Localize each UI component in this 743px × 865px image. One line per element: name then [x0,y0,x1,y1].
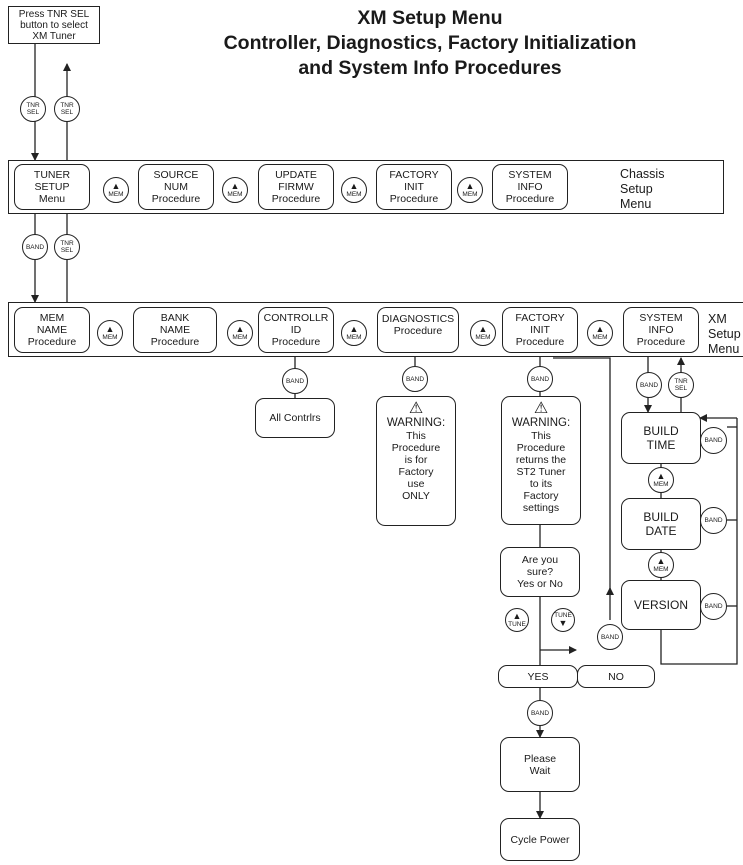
start-instruction-box: Press TNR SEL button to select XM Tuner [8,6,100,44]
system-info-procedure-box[interactable]: SYSTEM INFO Procedure [623,307,699,353]
confirm-box: Are you sure? Yes or No [500,547,580,597]
system-info-procedure-box[interactable]: SYSTEM INFO Procedure [492,164,568,210]
mem-button[interactable]: ▲MEM [341,177,367,203]
band-button[interactable]: BAND [597,624,623,650]
all-controllers-box[interactable]: All Contrlrs [255,398,335,438]
no-box[interactable]: NO [577,665,655,688]
xm-setup-menu-label: XM Setup Menu [708,312,741,356]
tune-down-button[interactable]: TUNE▼ [551,608,575,632]
warning-icon: ⚠ [408,400,424,417]
up-arrow-icon: ▲ [656,556,666,566]
up-arrow-icon: ▲ [111,181,121,191]
band-button[interactable]: BAND [22,234,48,260]
mem-button[interactable]: ▲MEM [227,320,253,346]
up-arrow-icon: ▲ [656,471,666,481]
page-title: XM Setup Menu Controller, Diagnostics, F… [223,7,637,79]
band-button[interactable]: BAND [700,427,727,454]
factory-init-procedure-box[interactable]: FACTORY INIT Procedure [502,307,578,353]
band-button[interactable]: BAND [636,372,662,398]
mem-button[interactable]: ▲MEM [97,320,123,346]
down-arrow-icon: ▼ [558,618,568,628]
mem-button[interactable]: ▲MEM [648,552,674,578]
tuner-setup-menu-box[interactable]: TUNER SETUP Menu [14,164,90,210]
chassis-setup-menu-label: Chassis Setup Menu [620,167,665,211]
mem-name-procedure-box[interactable]: MEM NAME Procedure [14,307,90,353]
xm-setup-menu-strip [8,302,743,357]
mem-button[interactable]: ▲MEM [103,177,129,203]
tnr-sel-button[interactable]: TNR SEL [668,372,694,398]
mem-button[interactable]: ▲MEM [457,177,483,203]
controllr-id-procedure-box[interactable]: CONTROLLR ID Procedure [258,307,334,353]
band-button[interactable]: BAND [700,507,727,534]
factory-init-procedure-box[interactable]: FACTORY INIT Procedure [376,164,452,210]
mem-button[interactable]: ▲MEM [587,320,613,346]
bank-name-procedure-box[interactable]: BANK NAME Procedure [133,307,217,353]
tune-up-button[interactable]: ▲TUNE [505,608,529,632]
up-arrow-icon: ▲ [349,324,359,334]
build-time-box[interactable]: BUILD TIME [621,412,701,464]
version-box[interactable]: VERSION [621,580,701,630]
tnr-sel-button[interactable]: TNR SEL [54,234,80,260]
tnr-sel-button[interactable]: TNR SEL [20,96,46,122]
yes-box[interactable]: YES [498,665,578,688]
tnr-sel-button[interactable]: TNR SEL [54,96,80,122]
up-arrow-icon: ▲ [512,611,522,621]
cycle-power-box: Cycle Power [500,818,580,861]
diagnostics-warning-box: ⚠ WARNING: This Procedure is for Factory… [376,396,456,526]
mem-button[interactable]: ▲MEM [341,320,367,346]
band-button[interactable]: BAND [527,700,553,726]
band-button[interactable]: BAND [402,366,428,392]
band-button[interactable]: BAND [527,366,553,392]
mem-button[interactable]: ▲MEM [648,467,674,493]
mem-button[interactable]: ▲MEM [470,320,496,346]
up-arrow-icon: ▲ [595,324,605,334]
up-arrow-icon: ▲ [230,181,240,191]
up-arrow-icon: ▲ [478,324,488,334]
update-firmw-procedure-box[interactable]: UPDATE FIRMW Procedure [258,164,334,210]
factory-init-warning-box: ⚠ WARNING: This Procedure returns the ST… [501,396,581,525]
please-wait-box: Please Wait [500,737,580,792]
band-button[interactable]: BAND [282,368,308,394]
source-num-procedure-box[interactable]: SOURCE NUM Procedure [138,164,214,210]
build-date-box[interactable]: BUILD DATE [621,498,701,550]
up-arrow-icon: ▲ [235,324,245,334]
mem-button[interactable]: ▲MEM [222,177,248,203]
up-arrow-icon: ▲ [465,181,475,191]
diagnostics-procedure-box[interactable]: DIAGNOSTICS Procedure [377,307,459,353]
band-button[interactable]: BAND [700,593,727,620]
warning-icon: ⚠ [533,400,549,417]
up-arrow-icon: ▲ [349,181,359,191]
up-arrow-icon: ▲ [105,324,115,334]
